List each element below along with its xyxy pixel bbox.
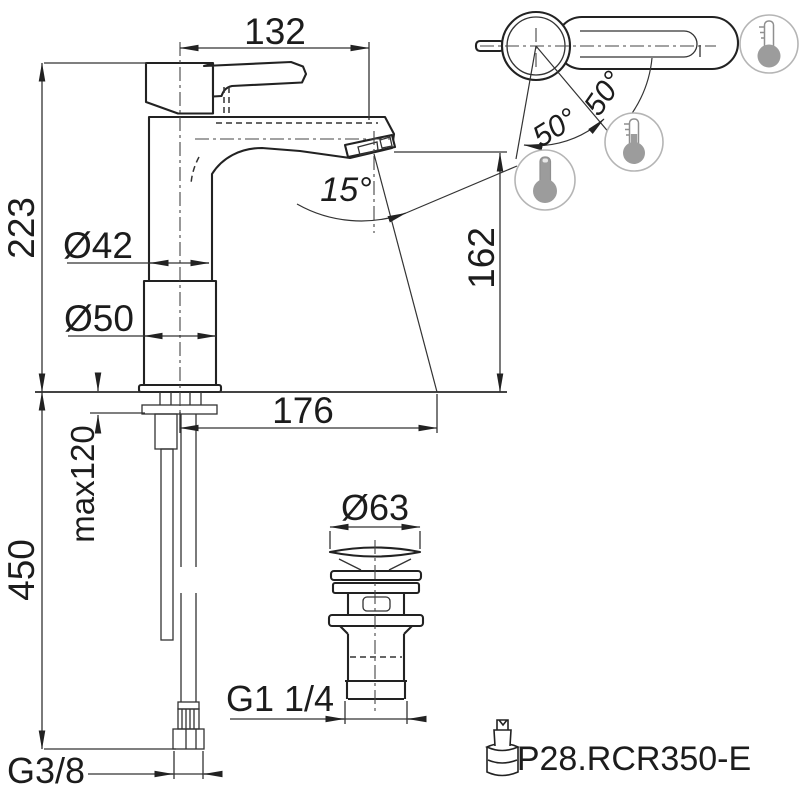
hot-bulb xyxy=(533,179,557,203)
label-g114: G1 1/4 xyxy=(226,678,334,719)
hose-collar xyxy=(177,701,200,710)
flex-hose-lower xyxy=(180,593,197,702)
waste-overflow-window xyxy=(362,596,391,612)
thermometer-hot-icon xyxy=(514,149,576,211)
waste-body-upper xyxy=(346,591,406,617)
label-162: 162 xyxy=(461,227,502,289)
faucet-side-view xyxy=(35,42,507,750)
waste-flange-lower xyxy=(327,613,425,628)
waste-body-lower xyxy=(346,634,406,681)
waste-seal-disc xyxy=(329,569,423,582)
handle-top-view xyxy=(474,10,740,160)
flex-hose-upper xyxy=(180,414,197,567)
label-15deg: 15° xyxy=(320,171,371,209)
swing-ray-left xyxy=(515,45,537,160)
spray-angle-arc xyxy=(296,203,407,223)
lever-top-outline xyxy=(554,15,740,71)
label-max120: max120 xyxy=(64,425,101,542)
thermometer-warm-icon xyxy=(604,112,664,172)
lever-inner-slot xyxy=(580,30,698,58)
cold-bulb xyxy=(757,44,781,68)
label-50deg-right: 50° xyxy=(578,66,631,122)
label-132: 132 xyxy=(244,11,306,52)
label-g38: G3/8 xyxy=(7,750,85,791)
label-176: 176 xyxy=(272,390,334,431)
aerator-inner-1 xyxy=(357,141,379,156)
model-number: P28.RCR350-E xyxy=(517,740,751,778)
label-223: 223 xyxy=(1,197,42,259)
hose-hex-nut xyxy=(172,728,205,750)
hidden-body-curve xyxy=(190,156,200,185)
aerator-inner-2 xyxy=(379,136,393,149)
label-450: 450 xyxy=(1,539,42,601)
warm-bulb xyxy=(623,142,645,164)
dimension-lines xyxy=(38,42,507,779)
label-d50: Ø50 xyxy=(64,298,134,339)
label-d42: Ø42 xyxy=(63,225,133,266)
waste-flange-upper xyxy=(331,581,421,595)
water-stream-line xyxy=(373,153,438,393)
thermometer-cold-icon xyxy=(739,14,799,74)
handle-cap xyxy=(144,61,215,115)
cartridge-icon xyxy=(485,719,520,777)
label-d63: Ø63 xyxy=(341,487,409,528)
threaded-rod xyxy=(160,448,174,641)
hidden-lever-attachment xyxy=(223,87,230,114)
faucet-body-outline xyxy=(142,115,396,387)
swing-arc-inner xyxy=(523,118,605,151)
hose-ribbed-fitting xyxy=(177,708,200,730)
waste-thread xyxy=(345,679,407,701)
aerator xyxy=(343,133,397,159)
lever-handle-side xyxy=(202,60,308,98)
mounting-hardware xyxy=(141,392,218,750)
pop-up-waste-view xyxy=(327,540,425,712)
mounting-nut xyxy=(154,413,178,450)
